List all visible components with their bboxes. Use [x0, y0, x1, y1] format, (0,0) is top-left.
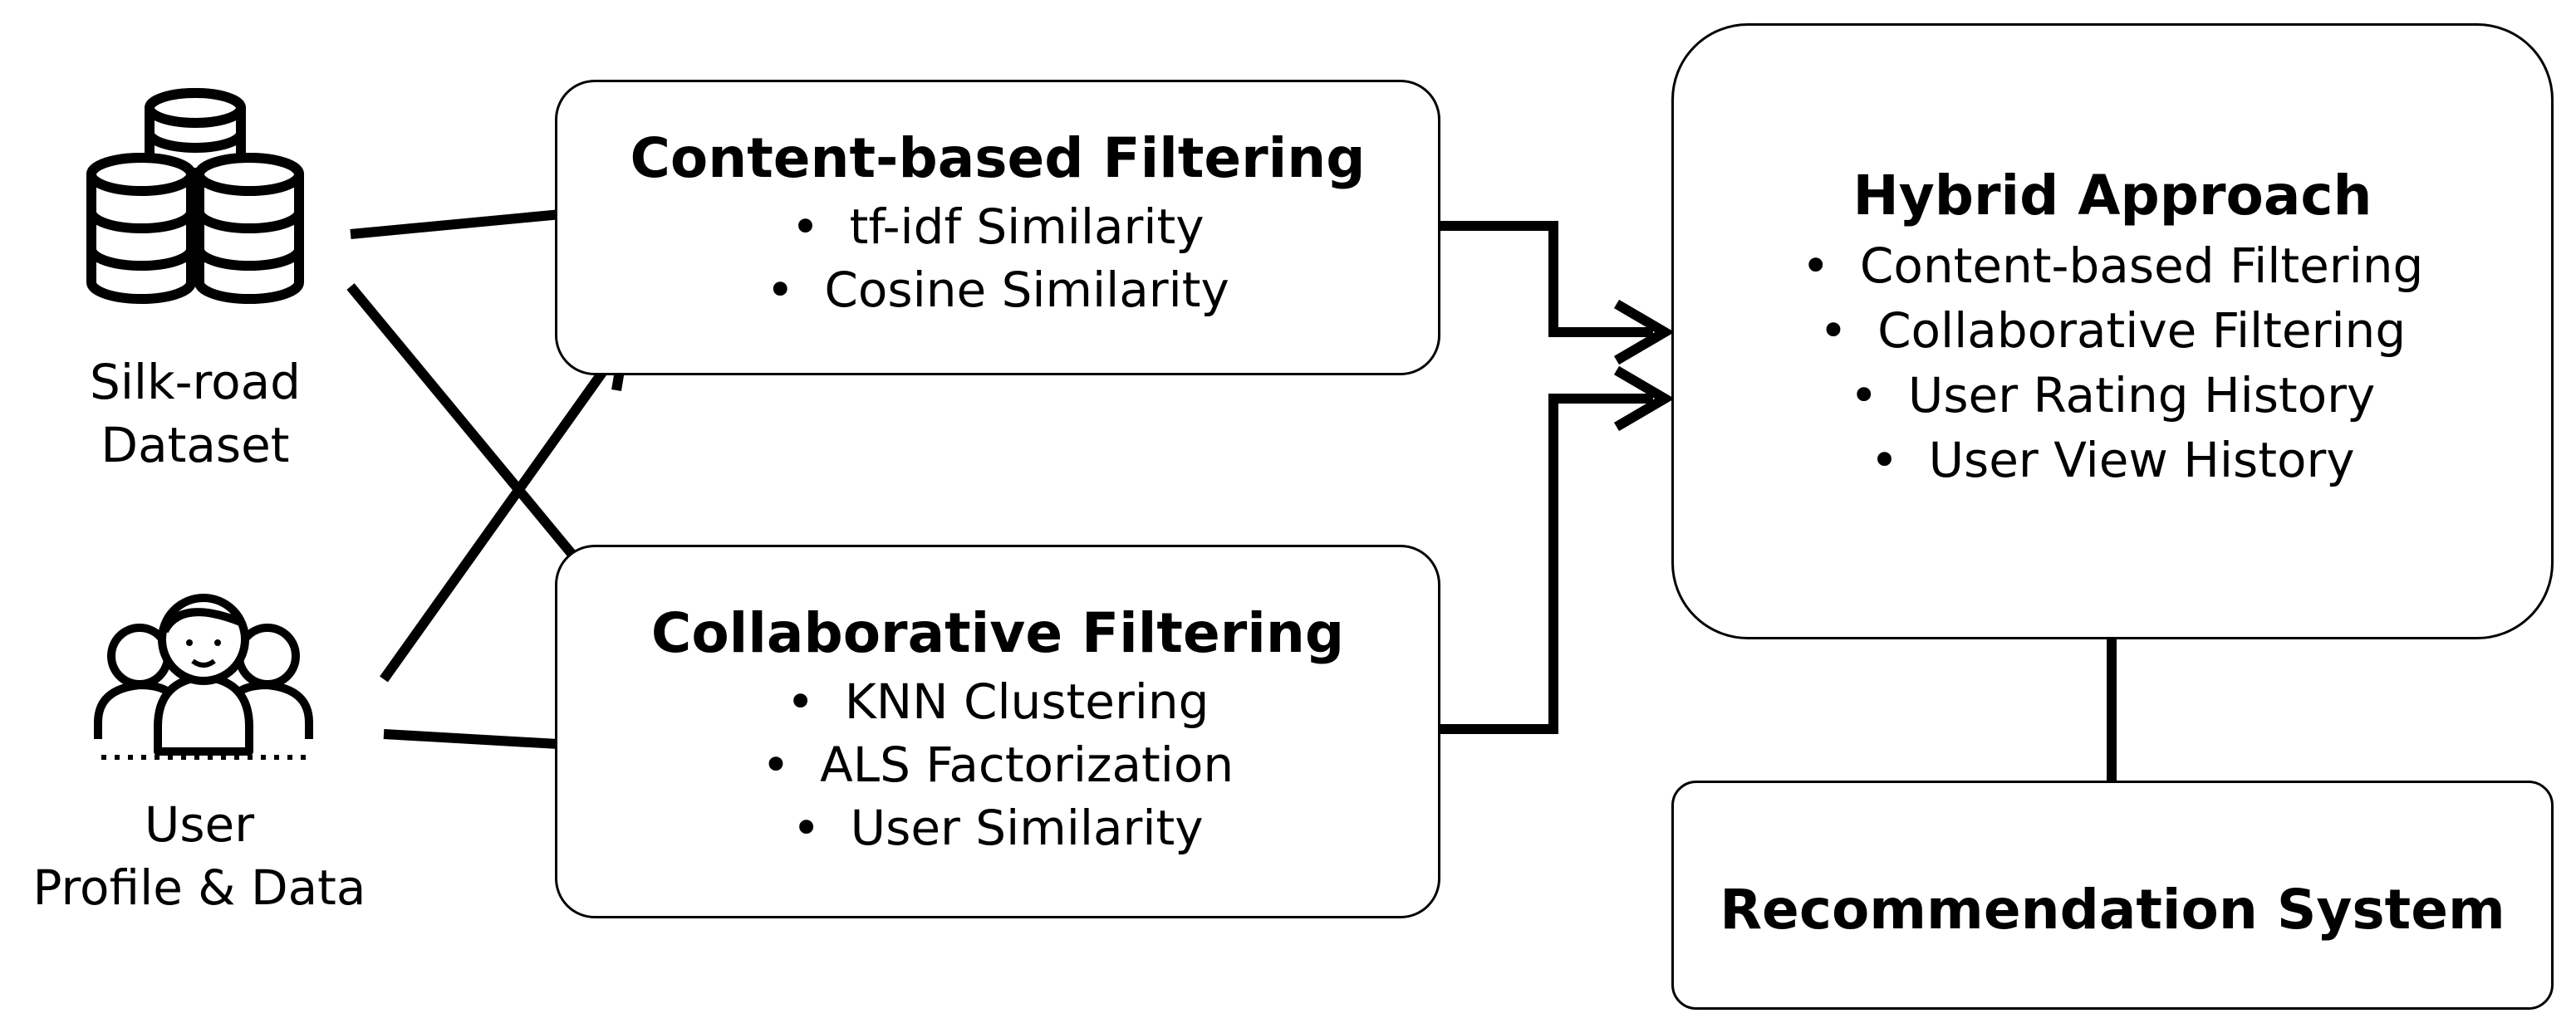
hybrid-approach-title: Hybrid Approach	[1852, 164, 2372, 228]
list-item: Cosine Similarity	[766, 258, 1229, 321]
recommendation-system-title: Recommendation System	[1720, 878, 2505, 942]
arrowhead-collab-to-hybrid	[1613, 365, 1675, 432]
dataset-label-line1: Silk-road	[90, 354, 301, 410]
connector-collab-to-hybrid	[1440, 394, 1653, 734]
arrowhead-content-to-hybrid	[1613, 299, 1675, 365]
user-group-icon	[94, 594, 313, 760]
hybrid-approach-list: Content-based Filtering Collaborative Fi…	[1802, 233, 2424, 492]
content-filtering-list: tf-idf Similarity Cosine Similarity	[766, 195, 1229, 321]
list-item: ALS Factorization	[762, 733, 1234, 796]
list-item: Content-based Filtering	[1802, 233, 2423, 298]
dataset-label-line2: Dataset	[101, 417, 290, 473]
arrow-user-to-content	[380, 347, 622, 683]
recommendation-system-box: Recommendation System	[1671, 781, 2554, 1010]
list-item: KNN Clustering	[762, 670, 1234, 733]
list-item: User Similarity	[762, 796, 1234, 859]
collaborative-filtering-list: KNN Clustering ALS Factorization User Si…	[762, 670, 1234, 859]
user-label-line1: User	[144, 796, 255, 853]
list-item: User View History	[1802, 428, 2424, 492]
list-item: Collaborative Filtering	[1802, 298, 2424, 363]
content-filtering-title: Content-based Filtering	[630, 126, 1366, 190]
dataset-label: Silk-road Dataset	[42, 350, 349, 477]
content-filtering-box: Content-based Filtering tf-idf Similarit…	[555, 80, 1440, 375]
hybrid-approach-box: Hybrid Approach Content-based Filtering …	[1671, 23, 2554, 639]
list-item: User Rating History	[1802, 363, 2424, 428]
collaborative-filtering-title: Collaborative Filtering	[650, 601, 1345, 665]
database-stack-icon	[86, 88, 304, 304]
collaborative-filtering-box: Collaborative Filtering KNN Clustering A…	[555, 545, 1440, 918]
user-label-line2: Profile & Data	[32, 859, 366, 916]
connector-content-to-hybrid	[1440, 221, 1653, 337]
list-item: tf-idf Similarity	[766, 195, 1229, 258]
user-label: User Profile & Data	[17, 793, 382, 919]
